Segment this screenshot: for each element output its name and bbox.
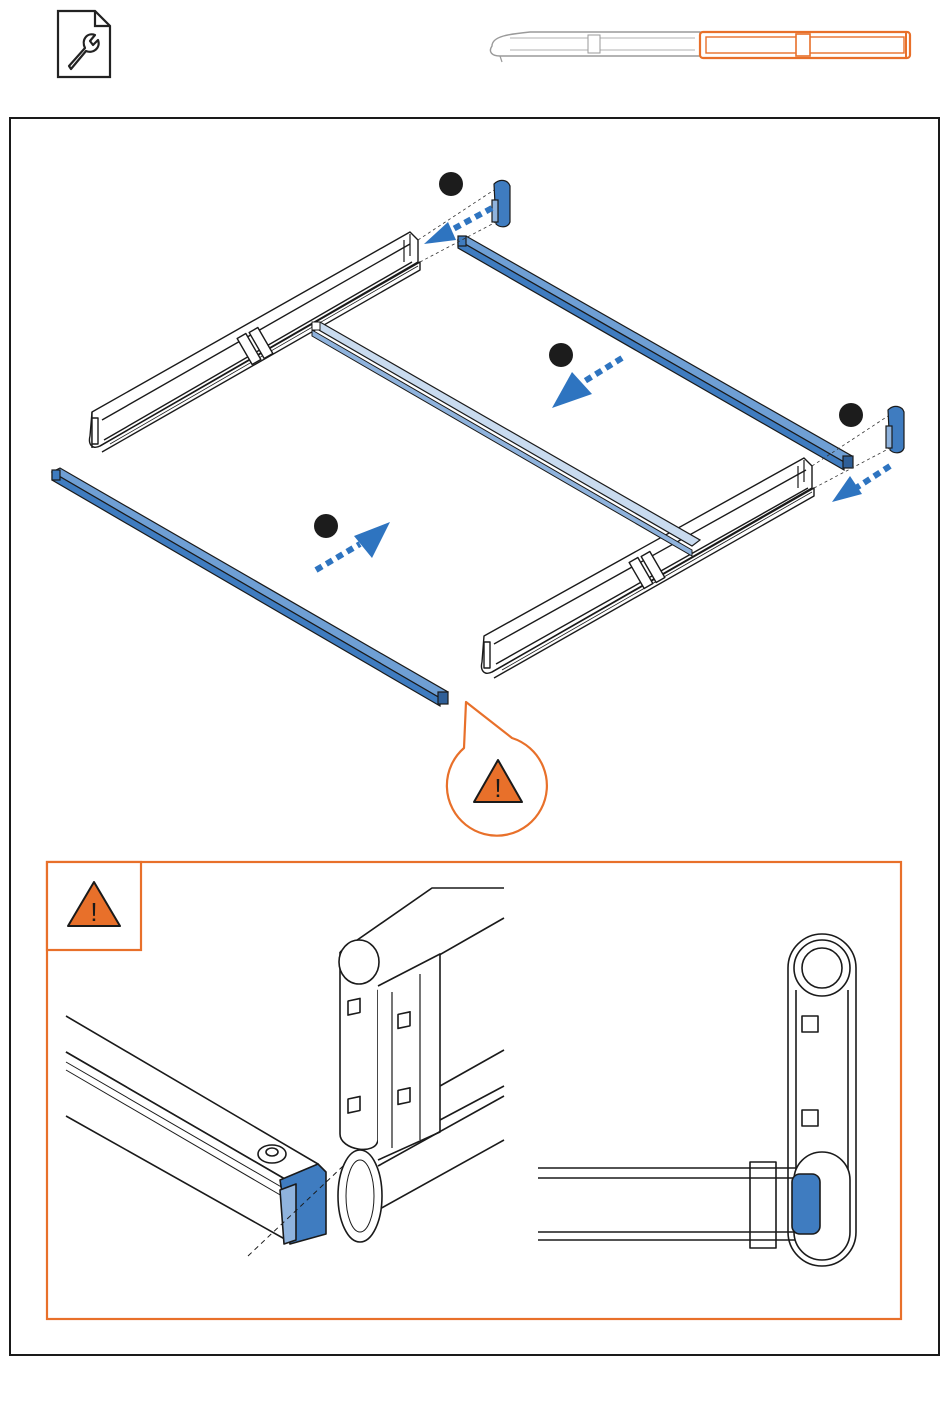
detail-round-rail	[338, 888, 504, 1242]
end-cap-upper	[492, 180, 510, 226]
cross-bar-middle	[312, 322, 700, 556]
detail-warning-glyph: !	[90, 897, 97, 927]
end-cap-right	[886, 406, 904, 452]
side-rail-left	[89, 232, 420, 452]
detail-end-view	[538, 934, 856, 1266]
step-dot-4	[314, 514, 338, 538]
step-dot-1	[439, 172, 463, 196]
direction-arrow-3	[832, 466, 890, 502]
side-rail-right	[481, 458, 814, 678]
step-dot-3	[839, 403, 863, 427]
detail-square-bar	[66, 1016, 326, 1244]
blue-bar-lower	[52, 468, 448, 706]
warning-callout: !	[447, 702, 547, 836]
step-dot-2	[549, 343, 573, 367]
warning-callout-glyph: !	[494, 773, 501, 803]
